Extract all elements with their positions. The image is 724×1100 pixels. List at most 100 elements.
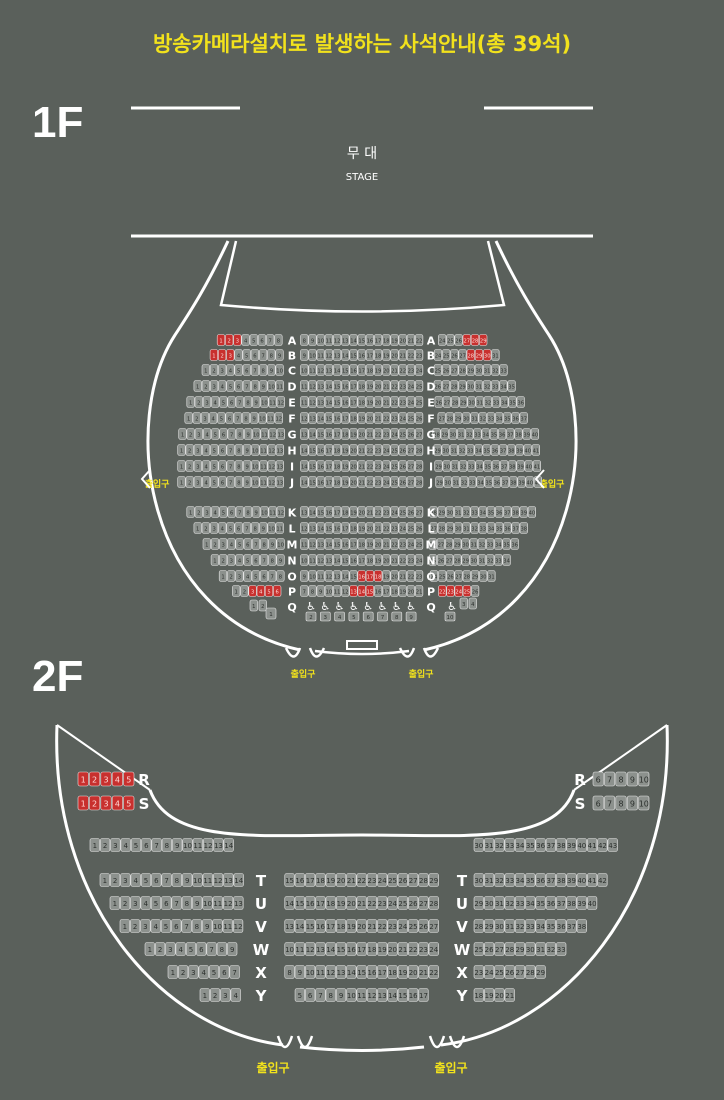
seat-C-3-box [218,364,227,376]
seat-I-9-box [243,460,252,472]
seat-2f-W-r29-number: 29 [516,946,525,954]
seat-F-33-number: 33 [488,417,495,423]
seat-I-11: 11 [259,460,268,472]
seat-K-24: 24 [390,506,399,518]
seat-N-34-number: 34 [503,559,510,565]
seat-H-34: 34 [474,444,483,456]
seat-2f-T-r34-number: 34 [516,877,525,885]
seat-P-11: 11 [332,585,342,597]
seat-I-32: 32 [458,460,468,472]
seat-B-20: 20 [390,349,399,361]
seat-D-10-box [267,380,276,392]
seat-I-27-box [406,460,416,472]
seat-D-9-number: 9 [262,385,265,391]
seat-J-30-number: 30 [444,481,451,487]
seat-E-9-box [252,396,261,408]
row-label-1f-right-B: B [427,350,435,363]
seat-G-17: 17 [332,428,342,440]
seat-2f-X-12-number: 12 [326,969,335,977]
seat-E-7-number: 7 [238,401,241,407]
row-label-1f-right-H: H [426,445,435,458]
seat-B-1: 1 [209,349,219,361]
seat-2f-top-r40-number: 40 [577,842,586,850]
seat-J-19-box [341,476,350,488]
seat-2f-U-r29-number: 29 [474,900,483,908]
seat-B-6-number: 6 [253,354,256,360]
seat-C-12-number: 12 [317,369,324,375]
seat-A-25: 25 [446,334,455,346]
seat-N-8-box [268,554,277,566]
wheelchair-space-5: ♿5 [348,600,360,622]
seat-O-19: 19 [382,570,391,582]
seat-I-40-number: 40 [525,465,532,471]
seat-P-3: 3 [248,585,257,597]
seat-2f-T-r34: 34 [514,873,526,887]
seat-D-7-number: 7 [245,385,248,391]
seat-J-24-box [382,476,391,488]
seat-O-11-number: 11 [317,575,324,581]
seat-2f-V-r35-number: 35 [546,923,555,931]
seat-L-22-number: 22 [383,527,390,533]
seat-M-13-number: 13 [317,543,324,549]
seat-2f-V-6: 6 [171,919,182,933]
seat-I-26: 26 [398,460,407,472]
seat-2f-R-6-number: 6 [596,775,601,784]
seat-M-24-number: 24 [408,543,415,549]
seat-A-26: 26 [454,334,463,346]
seat-F-11: 11 [266,412,275,424]
seat-I-24-box [382,460,391,472]
seat-I-8-box [234,460,244,472]
seat-D-34-box [499,380,508,392]
seat-A-26-number: 26 [455,339,462,345]
seat-C-16-box [349,364,358,376]
seat-P-4-number: 4 [259,590,263,596]
seat-N-3-box [227,554,236,566]
seat-A-21-box [406,334,416,346]
seat-J-23: 23 [373,476,383,488]
seat-M-22-box [390,538,399,550]
seat-J-33: 33 [468,476,477,488]
companion-seat-number: 5 [352,615,356,621]
seat-H-26: 26 [398,444,407,456]
seat-L-2-box [201,522,211,534]
seat-L-7-box [242,522,252,534]
seat-P-15-number: 15 [367,590,374,596]
seat-E-9: 9 [252,396,261,408]
seat-P-16-number: 16 [375,590,382,596]
seat-M-3-box [219,538,228,550]
seat-K-14-box [308,506,317,518]
seat-2f-V-r30: 30 [494,919,505,933]
seat-2f-W-1-number: 1 [148,946,152,954]
seat-M-17-number: 17 [350,543,357,549]
seat-E-14: 14 [324,396,334,408]
seat-B-9-number: 9 [303,354,306,360]
seat-H-33-box [466,444,475,456]
seat-2f-U-r29: 29 [473,896,484,910]
seat-E-36-number: 36 [517,401,524,407]
seat-P-24: 24 [454,585,463,597]
seat-B-17-number: 17 [367,354,374,360]
seat-H-20: 20 [349,444,358,456]
seat-N-32: 32 [486,554,495,566]
seat-K-4-box [211,506,220,518]
seat-E-27-box [442,396,452,408]
seat-2f-V-18-number: 18 [337,923,346,931]
seat-H-33: 33 [466,444,475,456]
seat-2f-T-21-number: 21 [347,877,356,885]
seat-A-20-number: 20 [399,339,406,345]
seat-P-4-box [256,585,265,597]
seat-I-40-box [524,460,533,472]
seat-D-17: 17 [349,380,358,392]
seat-O-26: 26 [446,570,455,582]
seat-D-19-box [365,380,375,392]
row-label-1f-left-A: A [288,335,297,348]
seat-G-8-box [235,428,245,440]
seat-M-7: 7 [251,538,261,550]
seat-N-19: 19 [373,554,383,566]
seat-I-4: 4 [202,460,211,472]
companion-seat-number: 7 [381,615,385,621]
seat-C-28-box [458,364,467,376]
seat-2f-U-r33: 33 [514,896,526,910]
seat-D-13-box [316,380,325,392]
seat-G-26: 26 [406,428,416,440]
